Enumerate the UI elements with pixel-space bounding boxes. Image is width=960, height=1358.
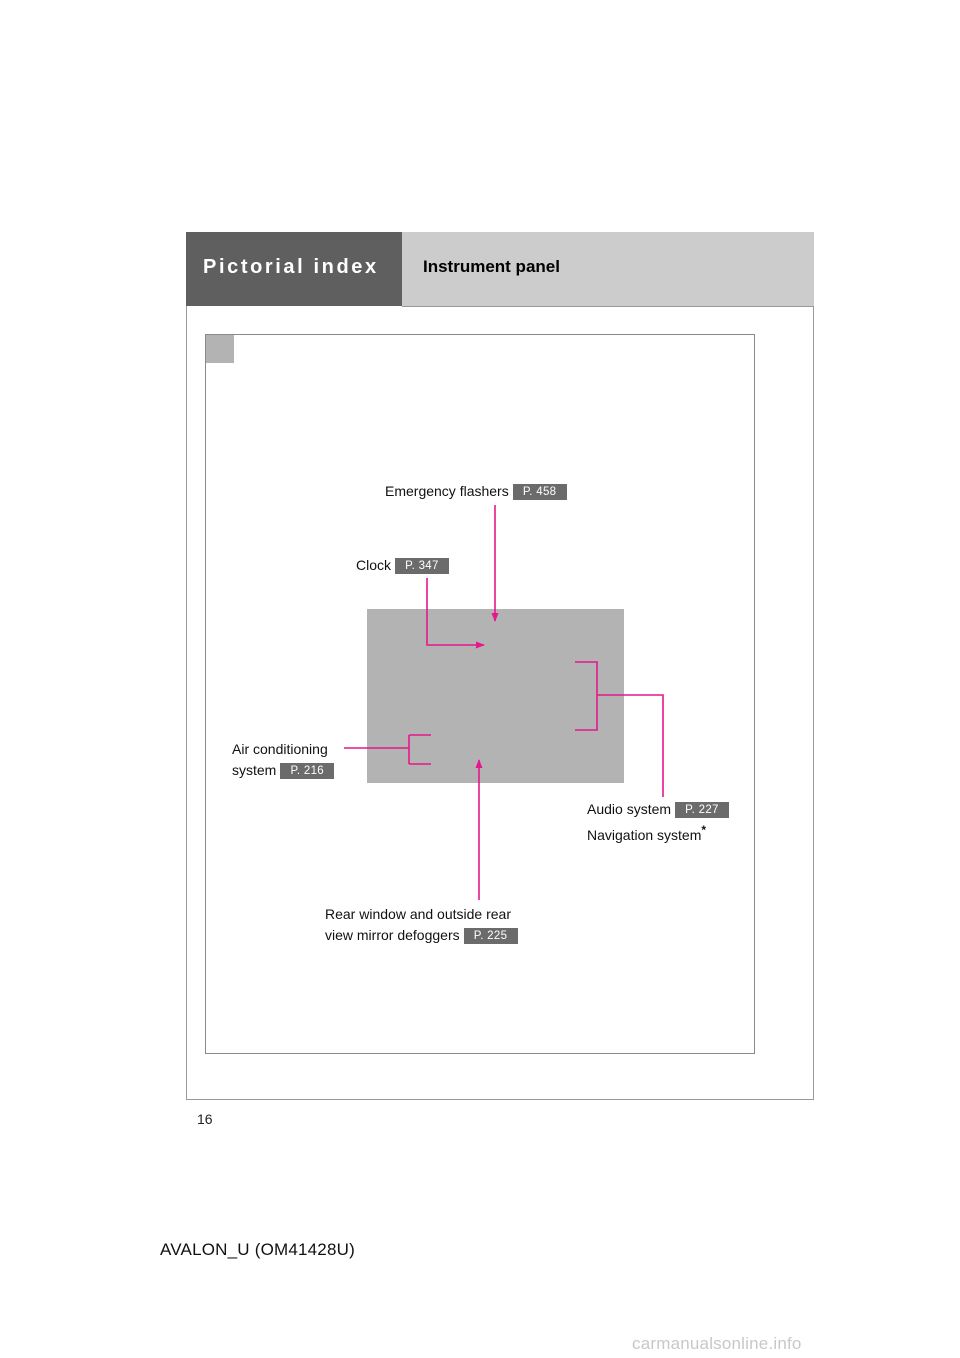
page-heading: Instrument panel <box>423 257 560 276</box>
heading-bar <box>402 232 814 307</box>
audio-callout: Audio system P. 227 Navigation system* <box>587 799 729 846</box>
emergency-flashers-page-ref[interactable]: P. 458 <box>512 484 567 500</box>
air-conditioning-label-line2: system <box>232 762 277 778</box>
figure-frame <box>205 334 755 1054</box>
air-conditioning-page-ref[interactable]: P. 216 <box>280 763 335 779</box>
audio-bracket <box>575 661 664 797</box>
navigation-label: Navigation system <box>587 827 702 843</box>
clock-callout: Clock P. 347 <box>356 555 449 576</box>
defoggers-callout: Rear window and outside rear view mirror… <box>325 904 518 946</box>
defoggers-label-line2: view mirror defoggers <box>325 927 460 943</box>
figure-corner-tab <box>206 335 234 363</box>
footnote-mark: * <box>701 823 707 837</box>
emergency-flashers-callout: Emergency flashers P. 458 <box>385 481 567 502</box>
section-title: Pictorial index <box>203 256 379 278</box>
emergency-flashers-label: Emergency flashers <box>385 483 509 499</box>
clock-page-ref[interactable]: P. 347 <box>394 558 449 574</box>
clock-label: Clock <box>356 557 392 573</box>
watermark: carmanualsonline.info <box>632 1334 802 1353</box>
audio-page-ref[interactable]: P. 227 <box>674 802 729 818</box>
manual-code: AVALON_U (OM41428U) <box>160 1240 355 1259</box>
defoggers-label-line1: Rear window and outside rear <box>325 906 511 922</box>
defoggers-page-ref[interactable]: P. 225 <box>463 928 518 944</box>
air-conditioning-callout: Air conditioning system P. 216 <box>232 739 335 781</box>
instrument-panel-image <box>367 609 624 783</box>
audio-label: Audio system <box>587 801 672 817</box>
page-number: 16 <box>197 1111 213 1127</box>
air-conditioning-label-line1: Air conditioning <box>232 741 328 757</box>
section-tab <box>186 232 402 306</box>
clock-leader <box>426 578 485 649</box>
air-conditioning-bracket <box>344 734 431 765</box>
